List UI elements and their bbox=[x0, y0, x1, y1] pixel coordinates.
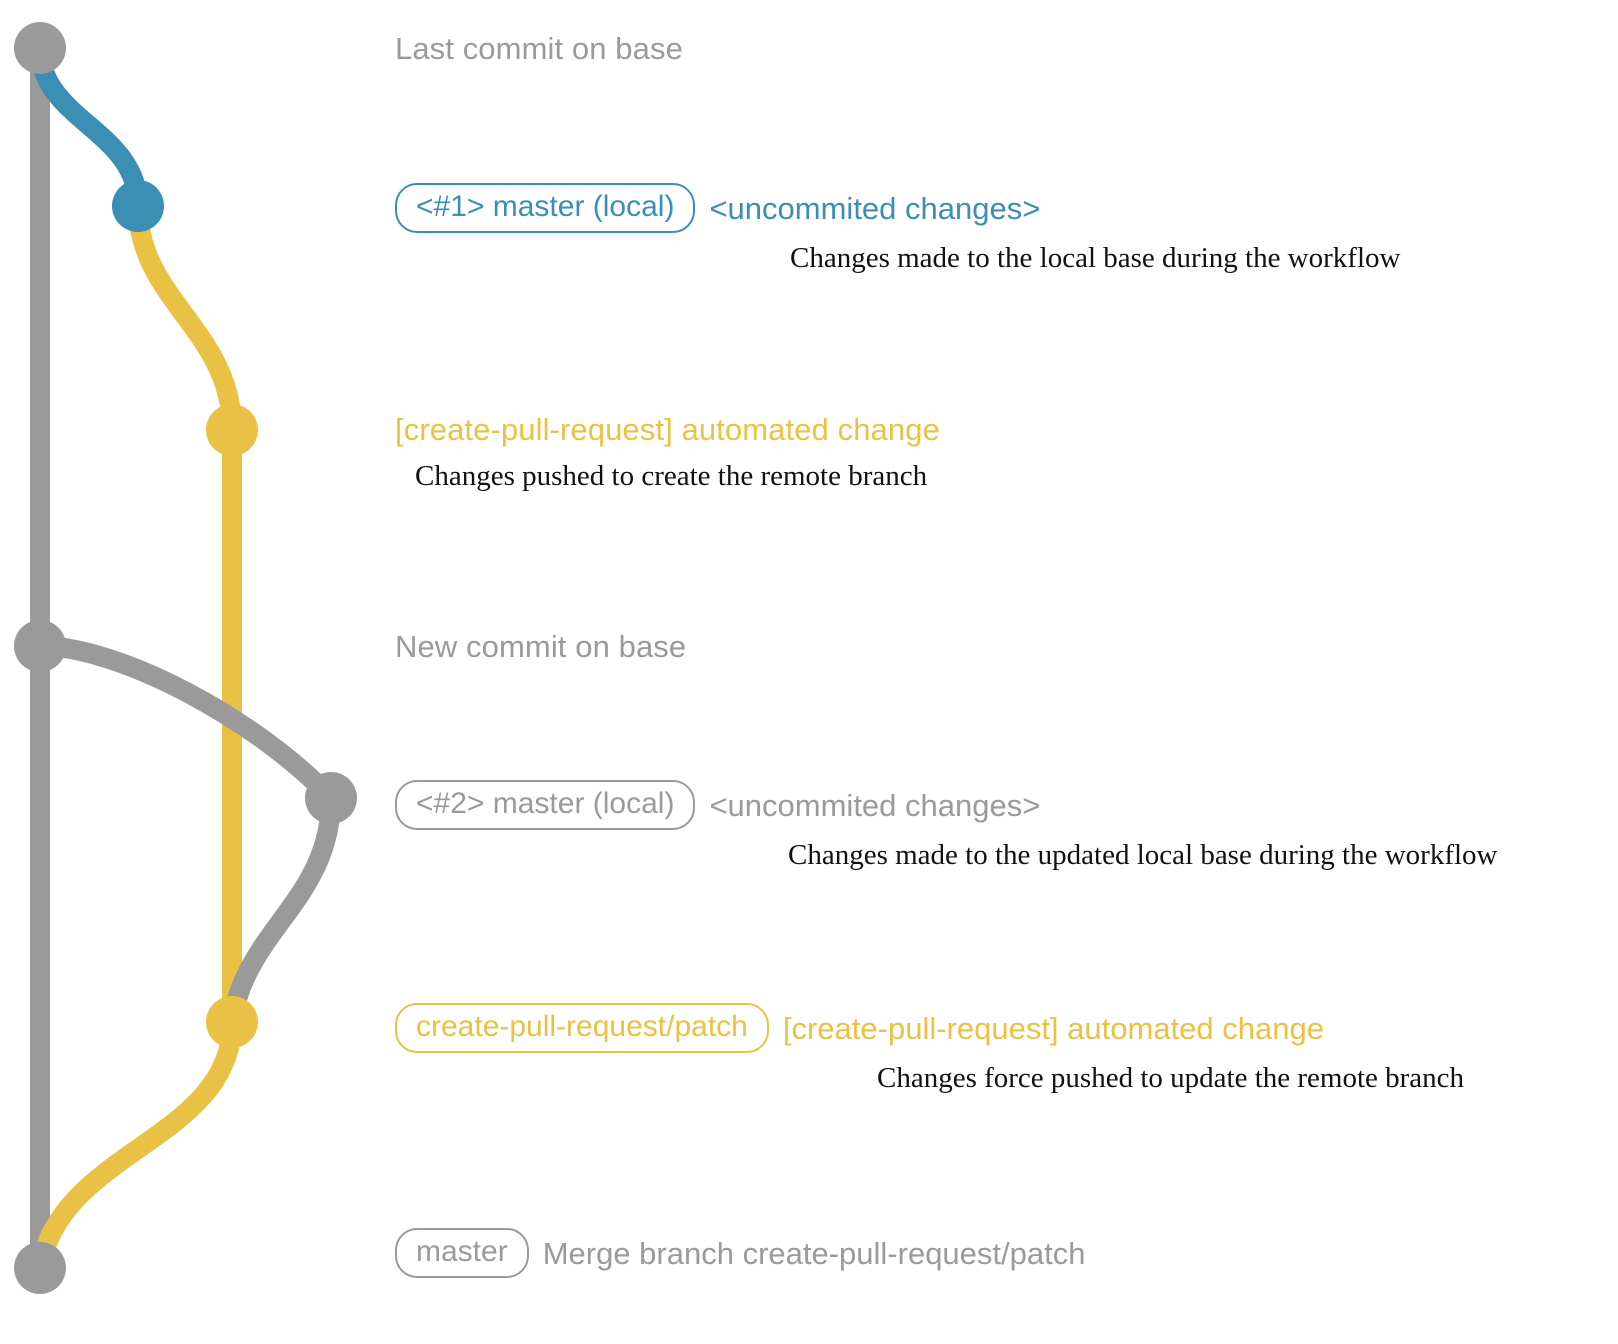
ref-line-local-2: <#2> master (local) <uncommited changes> bbox=[395, 780, 1040, 830]
edge-remote2-to-master bbox=[30, 1012, 242, 1278]
commit-subject-master: Merge branch create-pull-request/patch bbox=[542, 1235, 1086, 1271]
annotation-row-local-2: <#2> master (local) <uncommited changes>… bbox=[395, 780, 1498, 870]
annotation-row-new-commit: New commit on base bbox=[395, 629, 687, 664]
edge-local1-to-remote1 bbox=[128, 196, 242, 440]
annotation-row-cpr-1: [create-pull-request] automated change C… bbox=[395, 412, 940, 490]
ref-badge-create-pull-request-patch[interactable]: create-pull-request/patch bbox=[395, 1003, 769, 1053]
commit-subject-local-2: <uncommited changes> bbox=[709, 787, 1041, 823]
commit-node-base-new[interactable] bbox=[14, 620, 66, 672]
commit-subject-new-commit: New commit on base bbox=[395, 629, 687, 664]
commit-node-local-2[interactable] bbox=[305, 772, 357, 824]
caption-cpr-2: Changes force pushed to update the remot… bbox=[877, 1062, 1465, 1094]
commit-node-local-1[interactable] bbox=[112, 180, 164, 232]
ref-badge-master[interactable]: master bbox=[395, 1228, 529, 1278]
ref-badge-master-local-1[interactable]: <#1> master (local) bbox=[395, 183, 696, 233]
edge-basenew-to-local2 bbox=[30, 636, 341, 808]
commit-subject-last-commit: Last commit on base bbox=[395, 31, 683, 66]
git-graph bbox=[14, 22, 357, 1294]
caption-local-1: Changes made to the local base during th… bbox=[790, 242, 1401, 274]
commit-node-master-tip[interactable] bbox=[14, 1242, 66, 1294]
caption-local-2: Changes made to the updated local base d… bbox=[788, 839, 1498, 871]
commit-subject-cpr-1: [create-pull-request] automated change bbox=[395, 412, 940, 447]
commit-subject-cpr-2: [create-pull-request] automated change bbox=[782, 1010, 1324, 1046]
caption-cpr-1: Changes pushed to create the remote bran… bbox=[415, 460, 928, 492]
ref-badge-master-local-2[interactable]: <#2> master (local) bbox=[395, 780, 696, 830]
ref-line-cpr-2: create-pull-request/patch [create-pull-r… bbox=[395, 1003, 1324, 1053]
annotation-row-last-commit: Last commit on base bbox=[395, 31, 683, 66]
annotation-row-master: master Merge branch create-pull-request/… bbox=[395, 1228, 1085, 1278]
commit-node-base-head[interactable] bbox=[14, 22, 66, 74]
commit-node-remote-2[interactable] bbox=[206, 996, 258, 1048]
ref-line-local-1: <#1> master (local) <uncommited changes> bbox=[395, 183, 1040, 233]
edge-local2-to-remote2 bbox=[222, 788, 341, 1032]
commit-subject-local-1: <uncommited changes> bbox=[709, 190, 1041, 226]
annotation-row-local-1: <#1> master (local) <uncommited changes>… bbox=[395, 183, 1400, 273]
annotation-row-cpr-2: create-pull-request/patch [create-pull-r… bbox=[395, 1003, 1464, 1093]
commit-node-remote-1[interactable] bbox=[206, 404, 258, 456]
ref-line-master: master Merge branch create-pull-request/… bbox=[395, 1228, 1085, 1278]
